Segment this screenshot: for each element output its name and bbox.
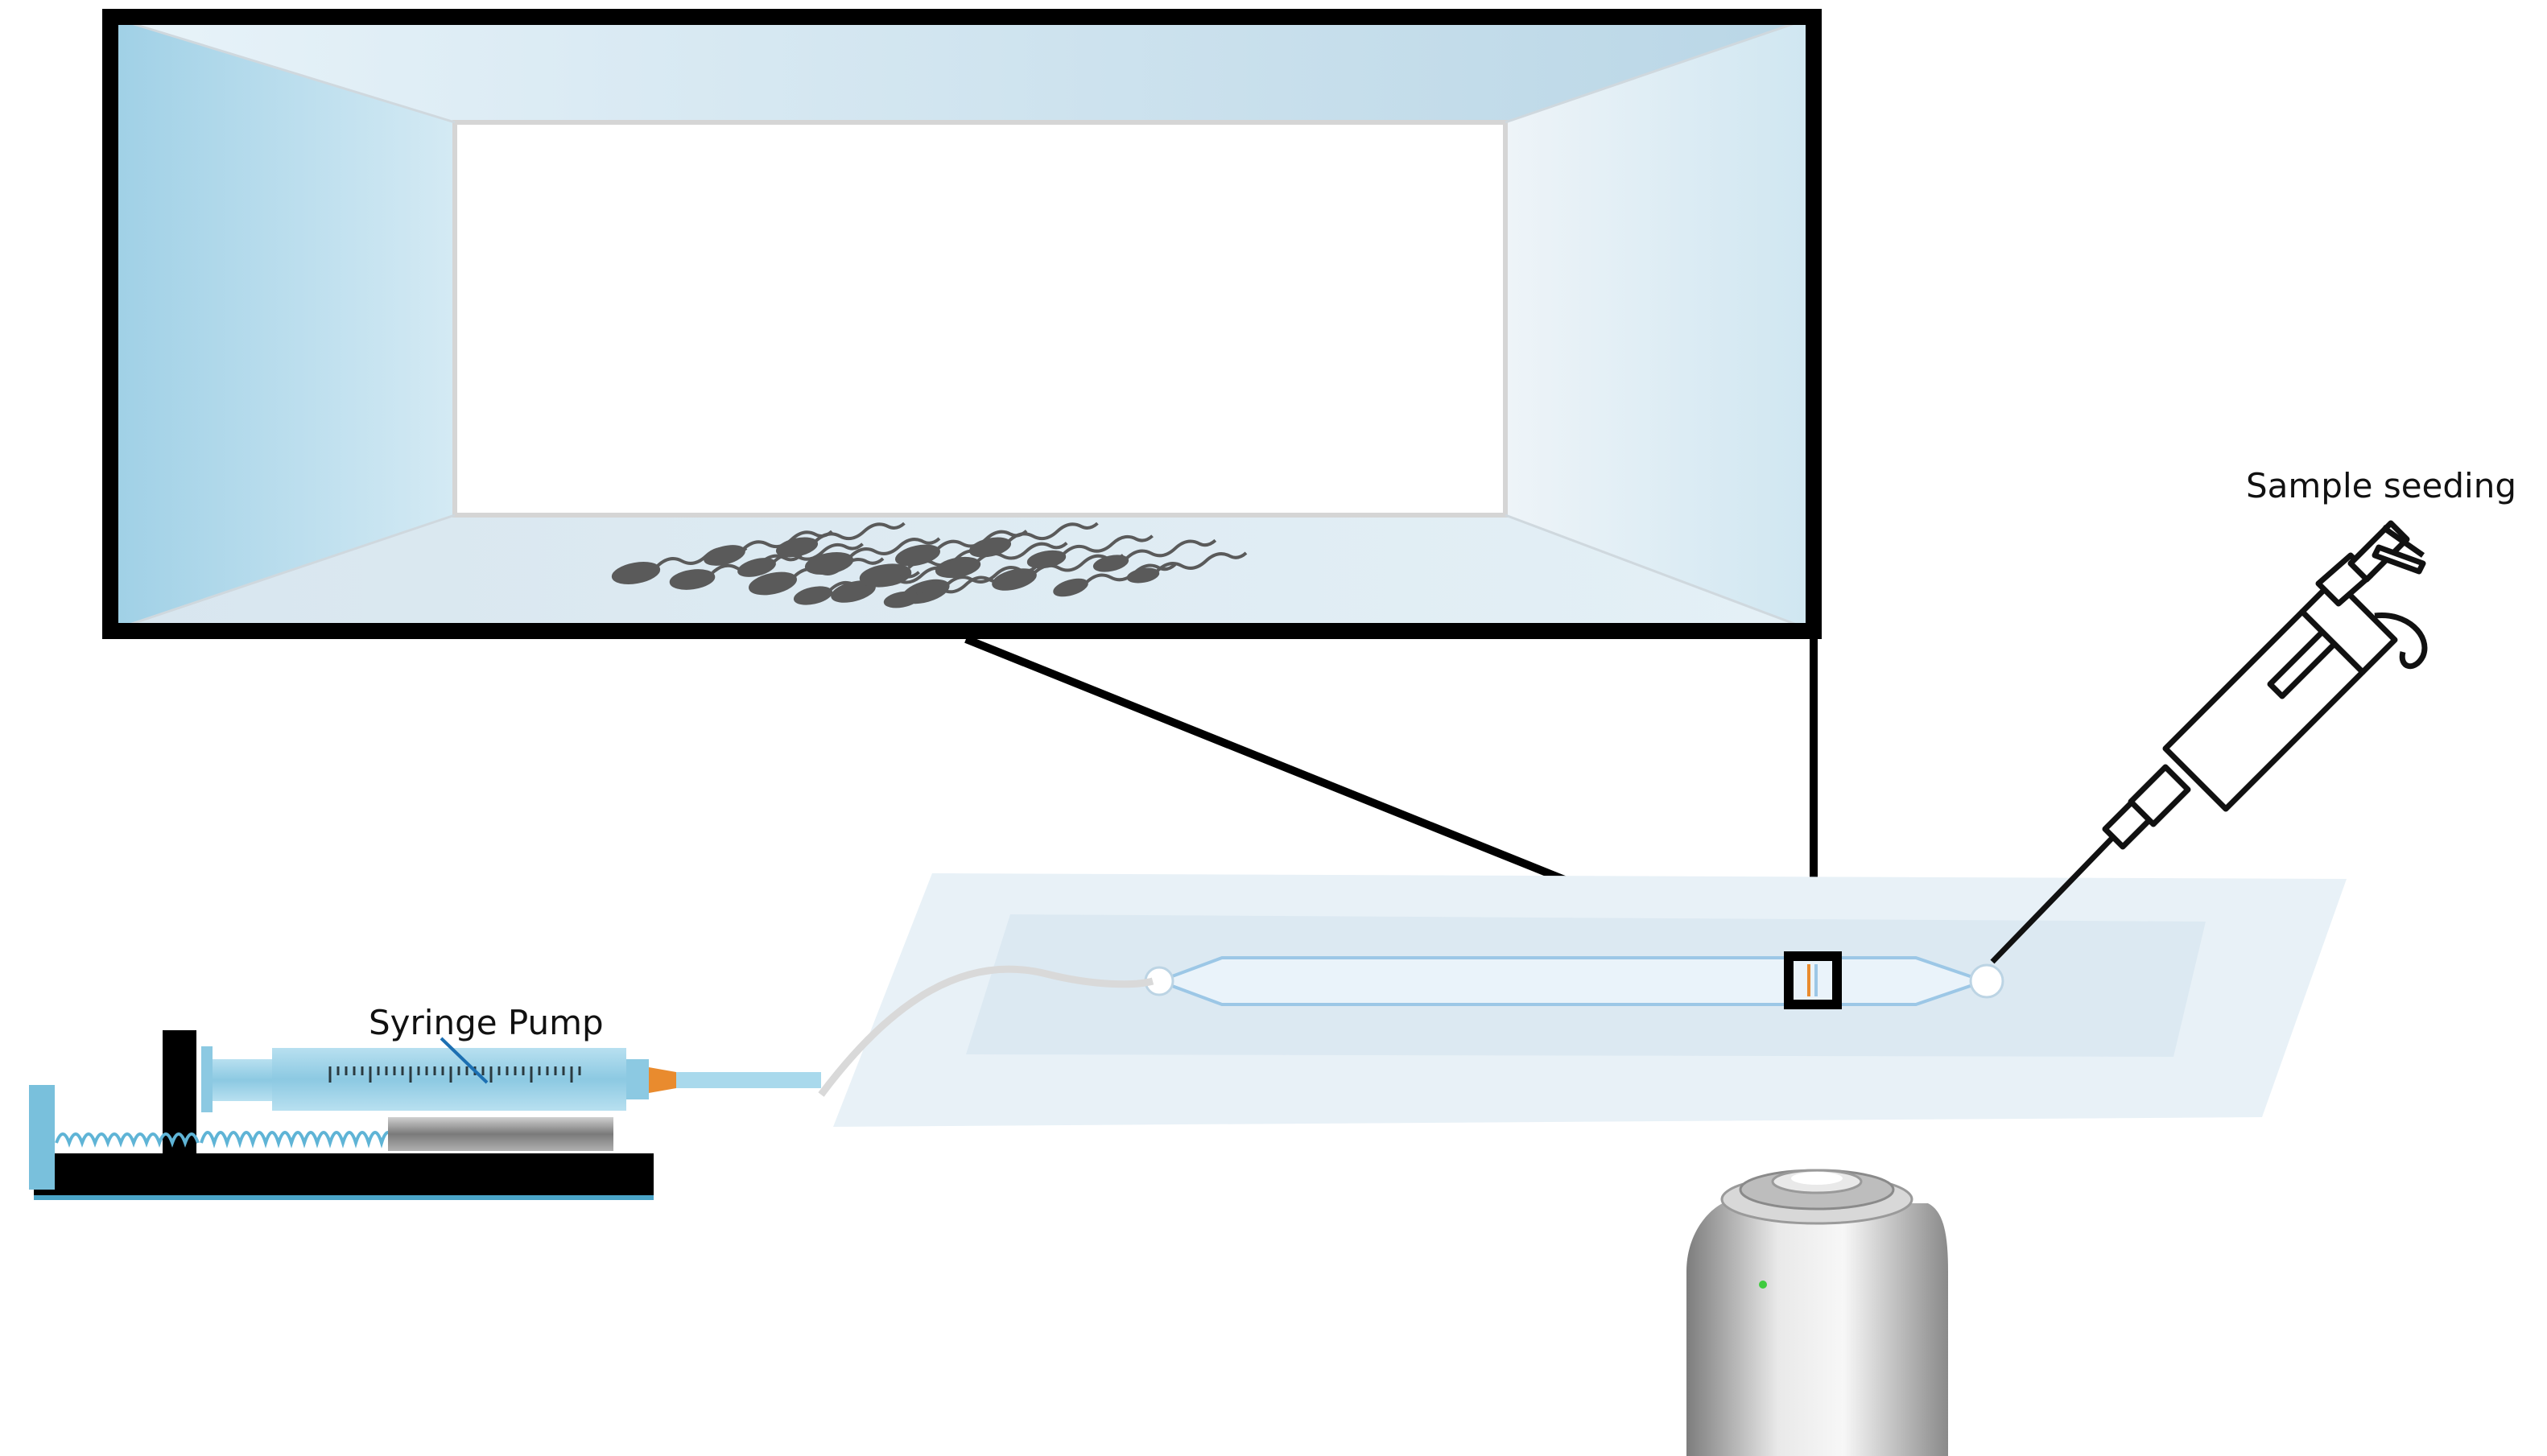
pump-pusher-block — [163, 1030, 196, 1195]
zoom-inset-frame — [102, 9, 1822, 639]
sperm-cell-icon — [1092, 555, 1129, 572]
pump-spring-left — [55, 1132, 200, 1148]
tubing — [818, 965, 1154, 1097]
microfluidic-chip — [818, 873, 2347, 1127]
sperm-cell-icon — [895, 544, 940, 567]
sperm-cell-icon — [935, 556, 981, 579]
microscope-objective-icon — [1686, 1169, 1948, 1456]
sperm-tail — [916, 575, 1008, 596]
sperm-cell-icon — [704, 545, 745, 566]
syringe-icon — [201, 1046, 821, 1112]
chamber-back-face — [452, 120, 1508, 518]
sperm-cell-icon — [1026, 550, 1067, 569]
sperm-cell-icon — [737, 558, 776, 577]
sperm-tail — [829, 571, 920, 592]
zoom-inset — [102, 9, 1822, 639]
sperm-cell-icon — [1126, 567, 1160, 584]
syringe-pump-pointer — [440, 1037, 489, 1084]
pump-spring-right — [200, 1131, 396, 1149]
sperm-tail — [1008, 522, 1099, 542]
pump-rail — [388, 1117, 613, 1151]
pump-end-block — [29, 1085, 55, 1190]
sperm-tail — [849, 537, 941, 558]
sperm-cell-icon — [804, 552, 854, 575]
sperm-tail — [1156, 551, 1248, 572]
sperm-cell-icon — [968, 537, 1012, 558]
pipette-icon — [1990, 520, 2428, 964]
chamber-left-wall — [110, 17, 455, 631]
syringe-pump — [29, 1030, 821, 1200]
sperm-tail — [773, 542, 864, 563]
sperm-tail — [1125, 538, 1217, 559]
sperm-cell-icon — [992, 568, 1037, 591]
sperm-tail — [1063, 534, 1154, 555]
sperm-cell-icon — [611, 562, 661, 584]
zoom-region-marker — [1784, 951, 1842, 1009]
sperm-cells — [611, 522, 1248, 608]
sperm-cell-icon — [883, 591, 920, 608]
chamber-top-wall — [110, 17, 1814, 122]
sperm-cell-icon — [669, 569, 716, 590]
inlet-port — [1969, 963, 2004, 999]
chamber-edges — [109, 15, 1814, 633]
sperm-tail — [815, 522, 906, 542]
syringe-pump-label: Syringe Pump — [369, 1003, 604, 1042]
microchannel — [1154, 956, 1990, 1006]
sperm-cell-icon — [793, 586, 833, 605]
pump-base — [34, 1153, 654, 1195]
sample-seeding-label: Sample seeding — [2246, 466, 2516, 505]
chamber-right-wall — [1505, 17, 1814, 631]
sperm-cell-icon — [749, 571, 797, 596]
